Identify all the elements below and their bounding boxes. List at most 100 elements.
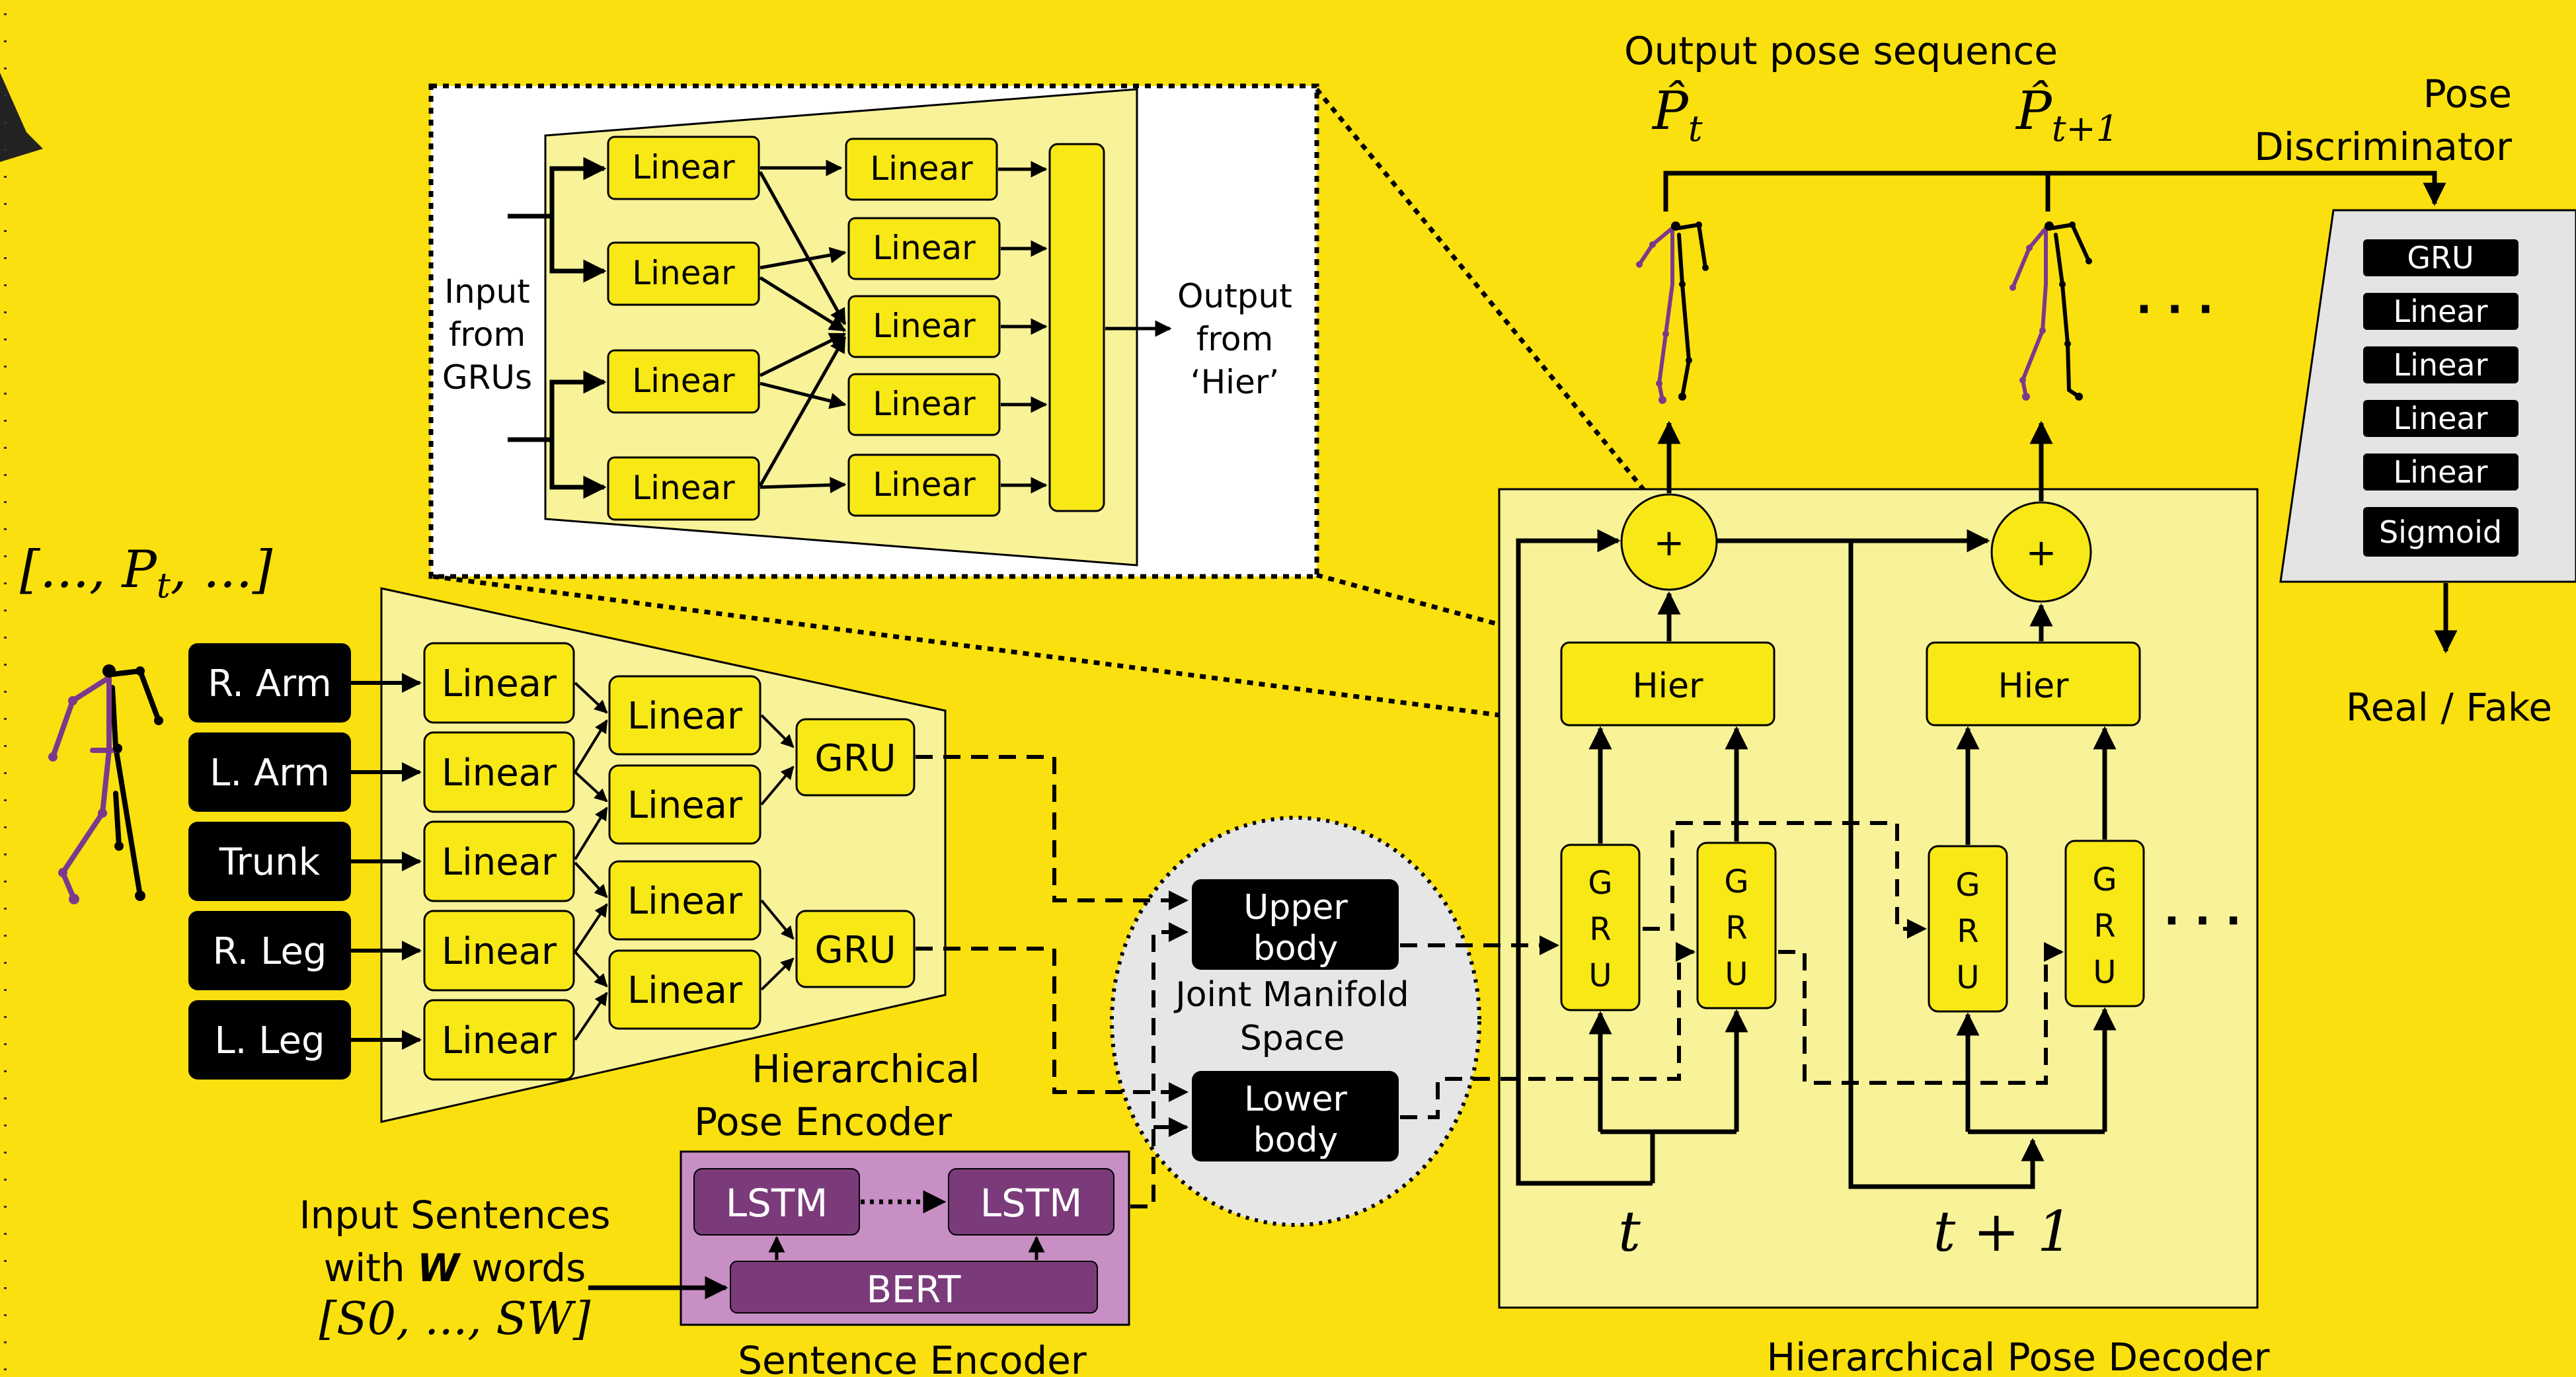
encoder-gru-label: GRU: [814, 929, 896, 972]
manifold-lower-body: [1192, 1071, 1399, 1161]
encoder-linear-block: [608, 949, 761, 1030]
manifold-upper-label: body: [1253, 929, 1339, 968]
disc-layer: [2363, 346, 2518, 383]
inset-linear-block: [607, 241, 760, 306]
input-sentences-math: [S0, ..., SW]: [319, 1293, 591, 1345]
inset-linear-label: Linear: [632, 469, 735, 507]
encoder-linear-block: [608, 860, 761, 941]
gru-letter: R: [1725, 910, 1747, 947]
lstm-label: LSTM: [726, 1181, 828, 1226]
time-label-t1: t + 1: [1933, 1199, 2073, 1264]
output-pose-t-label: P̂t: [1651, 79, 1703, 149]
hier-label: Hier: [1998, 666, 2070, 706]
manifold-upper-label: Upper: [1243, 888, 1348, 927]
inset-linear-block: [847, 453, 1001, 517]
inset-linear-block: [847, 217, 1001, 280]
gru-letter: R: [1957, 913, 1978, 950]
pose-discriminator: Pose Discriminator GRU Linear Linear Lin…: [2254, 71, 2576, 730]
gru-letter: G: [1955, 867, 1980, 904]
plus-label: +: [2026, 531, 2057, 574]
real-fake-label: Real / Fake: [2346, 685, 2552, 730]
output-skeleton-icon: [1636, 221, 1709, 404]
gru-letter: R: [2093, 908, 2115, 945]
encoder-gru-label: GRU: [814, 737, 896, 780]
encoder-linear-label: Linear: [627, 784, 743, 827]
inset-linear-label: Linear: [870, 149, 973, 188]
input-pose-label: [..., Pt, ...]: [20, 540, 273, 606]
disc-layer-label: Linear: [2394, 294, 2488, 329]
body-part-box: [188, 822, 351, 901]
body-part-label: L. Arm: [210, 752, 330, 795]
plus-label: +: [1654, 522, 1685, 565]
inset-linear-label: Linear: [632, 148, 735, 186]
encoder-linear-label: Linear: [627, 969, 743, 1012]
encoder-linear-label: Linear: [442, 752, 557, 795]
manifold-lower-label: body: [1253, 1121, 1339, 1160]
lstm-label: LSTM: [980, 1181, 1083, 1226]
hier-label: Hier: [1633, 666, 1704, 706]
gru-letter: G: [1724, 863, 1748, 900]
encoder-linear-block: [608, 764, 761, 845]
inset-linear-block: [607, 349, 760, 414]
bert-label: BERT: [867, 1269, 962, 1312]
gru-letter: U: [2093, 954, 2116, 991]
inset-input-label: from: [449, 315, 526, 354]
disc-layer: [2363, 453, 2518, 491]
decoder-title: Hierarchical Pose Decoder: [1767, 1335, 2270, 1377]
joint-manifold: Upper body Lower body Joint Manifold Spa…: [1110, 816, 1481, 1227]
disc-layer: [2363, 239, 2518, 276]
output-section: Output pose sequence P̂t P̂t+1 · · ·: [1624, 28, 2446, 404]
body-part-box: [188, 643, 351, 723]
decoder-gru-cell: [2064, 840, 2145, 1007]
encoder-linear-block: [423, 910, 575, 992]
encoder-linear-label: Linear: [627, 695, 743, 738]
inset-linear-label: Linear: [873, 229, 976, 267]
inset-linear-label: Linear: [873, 465, 976, 504]
manifold-lower-label: Lower: [1244, 1080, 1347, 1119]
output-title: Output pose sequence: [1624, 28, 2058, 73]
pose-encoder: Linear Linear Linear Linear Linear Linea…: [351, 587, 980, 1144]
disc-layer-label: Linear: [2394, 347, 2488, 383]
encoder-gru-lower: [795, 910, 916, 988]
encoder-linear-label: Linear: [442, 1019, 557, 1062]
zoom-inset: Linear Linear Linear Linear Linear Linea…: [428, 83, 1319, 579]
body-part-label: L. Leg: [214, 1019, 325, 1062]
disc-layer: [2363, 507, 2518, 557]
body-part-label: Trunk: [219, 841, 321, 884]
sentence-encoder-title: Sentence Encoder: [738, 1338, 1087, 1377]
inset-linear-label: Linear: [632, 254, 735, 292]
gru-letter: G: [2092, 861, 2117, 898]
gru-letter: U: [1725, 956, 1748, 993]
inset-linear-label: Linear: [873, 385, 976, 423]
encoder-linear-label: Linear: [442, 662, 557, 705]
disc-layer: [2363, 400, 2518, 437]
decoder-gru-cell: [1928, 845, 2008, 1013]
gru-letter: U: [1588, 957, 1612, 994]
manifold-upper-body: [1192, 879, 1399, 970]
encoder-linear-block: [423, 731, 575, 813]
pose-decoder: Hier Hier + + G R U G R U G R U G R U: [1400, 420, 2270, 1377]
body-part-label: R. Leg: [213, 930, 327, 973]
body-parts: R. Arm L. Arm Trunk R. Leg L. Leg: [188, 643, 351, 1080]
inset-linear-block: [845, 138, 998, 201]
encoder-title: Hierarchical: [752, 1046, 980, 1091]
lstm-block: [693, 1168, 860, 1236]
body-part-box: [188, 911, 351, 990]
encoder-title: Pose Encoder: [694, 1099, 952, 1144]
decoder-gru-cell: [1560, 844, 1641, 1011]
encoder-to-manifold-links: [916, 755, 1189, 1208]
encoder-linear-label: Linear: [442, 930, 557, 973]
time-label-t: t: [1618, 1199, 1641, 1264]
lstm-block: [948, 1168, 1114, 1236]
output-pose-t1-label: P̂t+1: [2015, 79, 2119, 149]
gru-letter: G: [1588, 865, 1612, 902]
inset-input-label: Input: [444, 272, 529, 311]
gru-letter: U: [1956, 959, 1979, 996]
corner-decoration: [0, 73, 43, 162]
disc-layer: [2363, 293, 2518, 330]
inset-output-label: ‘Hier’: [1190, 363, 1280, 401]
disc-layer-label: Sigmoid: [2379, 514, 2502, 550]
hier-block-t1: [1926, 641, 2141, 727]
disc-layer-label: GRU: [2407, 240, 2474, 276]
